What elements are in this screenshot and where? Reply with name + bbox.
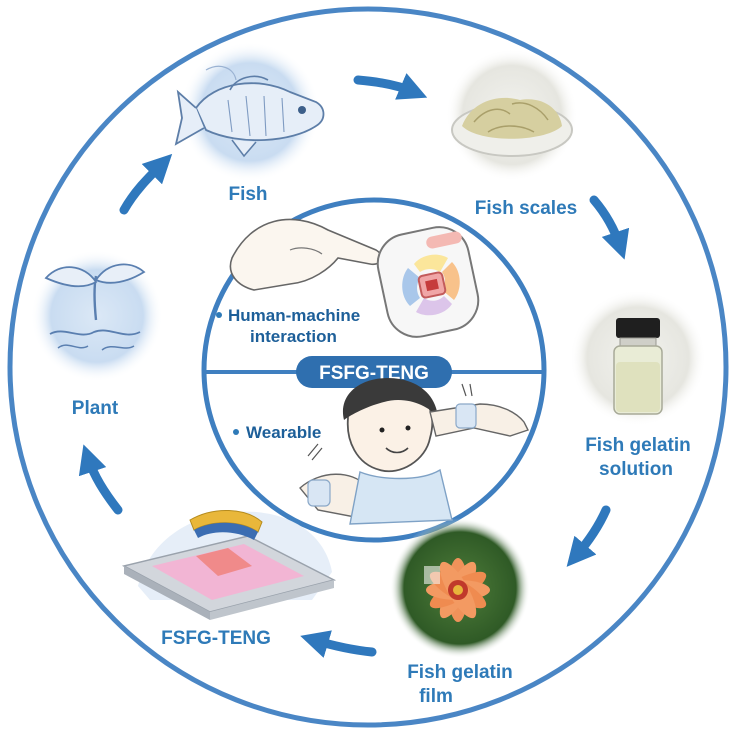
arrow-plant-to-fish [119,153,173,215]
fish-gelatin-solution-label-line1: Fish gelatin [585,435,691,456]
plant-sprout-icon [44,263,146,351]
plant-node: Plant [31,250,163,419]
vial-icon [613,318,663,415]
remote-control-icon [376,226,480,338]
fish-gelatin-solution-label-line2: solution [599,459,673,480]
arrow-teng-to-plant [78,444,123,515]
fsfg-teng-device-node: FSFG-TENG [121,510,337,649]
arrow-scales-to-solution [589,195,630,260]
human-machine-illustration: Human-machine interaction [216,218,480,346]
arrow-film-to-teng [300,630,377,658]
fish-scales-node: Fish scales [446,49,578,219]
bullet-dot [233,429,239,435]
arrow-solution-to-film [566,505,611,567]
center-badge-label: FSFG-TENG [319,363,429,384]
outer-ring [7,6,729,728]
cycle-arrows [78,73,630,658]
fsfg-teng-label: FSFG-TENG [161,628,271,649]
fish-label: Fish [228,184,267,205]
wearable-label: Wearable [246,423,321,442]
bullet-dot [216,312,222,318]
flower-icon [424,558,490,622]
fish-scales-label: Fish scales [475,198,577,219]
human-machine-label-line1: Human-machine [228,306,360,325]
teng-device-icon [121,510,337,620]
fish-node: Fish [174,42,325,205]
arrow-fish-to-scales [353,73,428,100]
plant-label: Plant [72,398,119,419]
center-badge: FSFG-TENG [296,356,452,388]
fish-gelatin-solution-node: Fish gelatin solution [570,290,706,480]
fish-gelatin-film-label-line1: Fish gelatin [407,662,513,683]
human-machine-label-line2: interaction [250,327,337,346]
fish-gelatin-film-node: Fish gelatin film [390,518,530,707]
fish-scales-dish-icon [451,97,573,157]
wearable-illustration: Wearable [233,378,529,525]
fish-gelatin-film-label-line2: film [419,686,453,707]
fish-icon [174,65,325,158]
